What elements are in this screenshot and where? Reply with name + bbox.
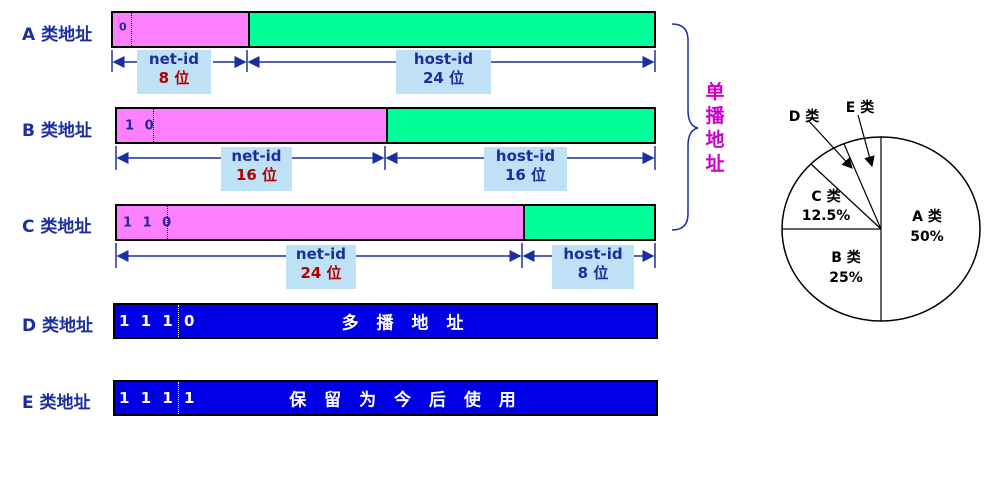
class-b-prefix-bits: 1 0 <box>125 118 157 133</box>
unicast-char-4: 址 <box>705 153 725 175</box>
pie-a-pct: 50% <box>910 229 944 245</box>
class-d-description: 多 播 地 址 <box>341 313 470 334</box>
class-e-label: E 类地址 <box>22 393 91 413</box>
class-c-net-label: net-id 24 位 <box>286 245 356 289</box>
class-d-prefix-bits: 1 1 1 0 <box>119 312 198 330</box>
class-a-host-name: host-id <box>413 50 474 68</box>
class-b-prefix-divider <box>153 109 154 142</box>
pie-a-label: A 类 <box>912 208 943 225</box>
class-c-prefix-divider <box>167 206 168 239</box>
class-a-prefix-bits: 0 <box>119 20 130 34</box>
class-e-prefix-bits: 1 1 1 1 <box>119 389 198 407</box>
pie-e-label: E 类 <box>846 99 875 116</box>
class-c-bar: 1 1 0 <box>115 204 656 241</box>
class-b-net-field <box>117 109 386 142</box>
class-c-net-field <box>117 206 523 239</box>
class-c-host-label: host-id 8 位 <box>552 245 634 289</box>
class-b-host-field <box>386 109 654 142</box>
unicast-char-1: 单 <box>705 81 725 103</box>
class-a-host-field <box>248 13 654 46</box>
class-b-bar: 1 0 <box>115 107 656 144</box>
class-e-description: 保 留 为 今 后 使 用 <box>289 390 522 411</box>
pie-d-pointer <box>807 119 853 169</box>
unicast-label: 单 播 地 址 <box>703 80 727 176</box>
class-a-label: A 类地址 <box>22 25 93 45</box>
class-c-net-name: net-id <box>295 245 347 263</box>
class-c-host-field <box>523 206 654 239</box>
unicast-char-3: 地 <box>705 129 725 151</box>
class-a-net-field <box>113 13 248 46</box>
class-a-net-size: 8 位 <box>158 69 190 87</box>
class-b-net-label: net-id 16 位 <box>221 147 292 191</box>
pie-c-pct: 12.5% <box>802 208 851 224</box>
class-e-prefix-divider <box>178 382 179 414</box>
class-c-host-name: host-id <box>563 245 623 263</box>
class-b-net-name: net-id <box>231 147 282 165</box>
class-a-net-label: net-id 8 位 <box>137 50 211 94</box>
class-c-net-size: 24 位 <box>300 264 342 282</box>
pie-c-label: C 类 <box>811 188 841 205</box>
class-b-label: B 类地址 <box>22 121 92 141</box>
pie-d-label: D 类 <box>789 108 820 125</box>
pie-e-pointer <box>857 114 875 168</box>
class-a-host-size: 24 位 <box>422 69 465 87</box>
class-c-host-size: 8 位 <box>577 264 609 282</box>
unicast-brace <box>671 23 699 231</box>
unicast-char-2: 播 <box>705 105 725 127</box>
class-a-prefix-divider <box>131 13 132 46</box>
class-d-prefix-divider <box>178 305 179 337</box>
class-b-host-label: host-id 16 位 <box>484 147 567 191</box>
pie-b-pct: 25% <box>829 270 863 286</box>
pie-divider-c-d <box>810 163 882 230</box>
class-e-bar: 1 1 1 1 保 留 为 今 后 使 用 <box>113 380 658 416</box>
address-space-pie: A 类 50% B 类 25% C 类 12.5% D 类 E 类 <box>781 99 981 322</box>
class-c-prefix-bits: 1 1 0 <box>123 215 175 230</box>
class-c-label: C 类地址 <box>22 217 92 237</box>
class-a-bar: 0 <box>111 11 656 48</box>
class-a-host-label: host-id 24 位 <box>396 50 491 94</box>
class-d-bar: 1 1 1 0 多 播 地 址 <box>113 303 658 339</box>
class-b-host-size: 16 位 <box>504 166 547 184</box>
class-b-host-name: host-id <box>495 147 556 165</box>
class-a-net-name: net-id <box>148 50 200 68</box>
class-d-label: D 类地址 <box>22 316 94 336</box>
pie-b-label: B 类 <box>831 249 862 266</box>
class-b-net-size: 16 位 <box>235 166 278 184</box>
